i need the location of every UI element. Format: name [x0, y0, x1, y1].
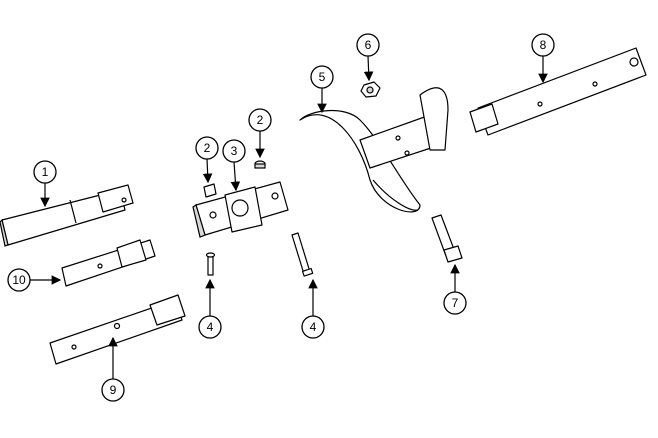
callout-9: 9: [101, 378, 125, 402]
part-10-shaft: [61, 239, 156, 287]
part-7-bolt: [431, 214, 463, 263]
svg-text:7: 7: [452, 296, 459, 310]
part-8-shaft: [469, 47, 647, 136]
callout-8: 8: [531, 33, 555, 57]
callout-3: 3: [222, 139, 246, 163]
svg-text:9: 9: [110, 383, 117, 397]
part-4-pin: [205, 232, 314, 277]
svg-text:4: 4: [310, 320, 317, 334]
callout-2b: 2: [248, 108, 272, 132]
svg-text:2: 2: [257, 113, 264, 127]
svg-text:6: 6: [365, 38, 372, 52]
callout-5: 5: [310, 65, 334, 89]
callout-1: 1: [33, 160, 57, 184]
part-9-shaft: [49, 294, 186, 365]
part-5-auger: [299, 87, 449, 213]
part-6-nut: [360, 81, 381, 98]
part-2-set-screw: [203, 160, 266, 198]
svg-text:3: 3: [231, 144, 238, 158]
part-1-shaft: [0, 184, 134, 247]
callout-4a: 4: [198, 315, 222, 339]
callout-2a: 2: [195, 136, 219, 160]
callout-10: 10: [7, 268, 31, 292]
callout-4b: 4: [301, 315, 325, 339]
svg-text:10: 10: [12, 273, 26, 287]
part-3-universal-joint: [192, 181, 289, 238]
svg-text:1: 1: [42, 165, 49, 179]
callout-7: 7: [443, 291, 467, 315]
callout-6: 6: [356, 33, 380, 57]
leader-lines: [30, 55, 548, 379]
svg-text:8: 8: [540, 38, 547, 52]
svg-text:2: 2: [204, 141, 211, 155]
svg-text:5: 5: [319, 70, 326, 84]
svg-text:4: 4: [207, 320, 214, 334]
